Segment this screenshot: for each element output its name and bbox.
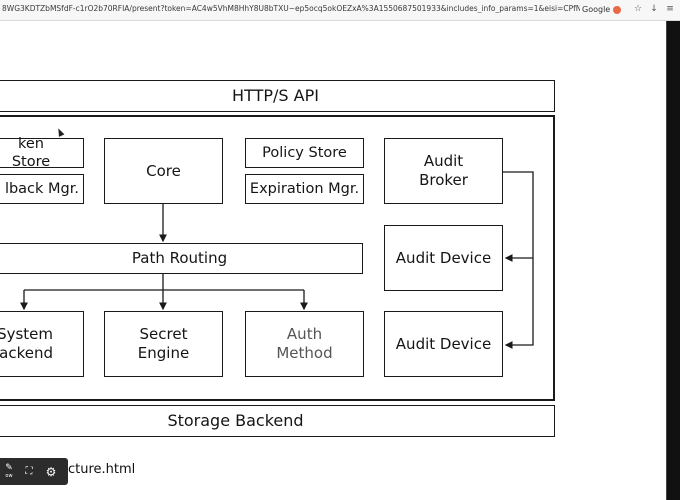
audit-device-1-box: Audit Device bbox=[384, 225, 503, 291]
audit-broker-line2: Broker bbox=[419, 171, 468, 189]
pencil-icon[interactable]: ✎ ow bbox=[5, 462, 13, 479]
policy-store-box: Policy Store bbox=[245, 138, 364, 168]
http-api-label: HTTP/S API bbox=[232, 86, 319, 105]
auth-method-line2: Method bbox=[276, 344, 333, 362]
system-backend-box: System Backend bbox=[0, 311, 84, 377]
core-label: Core bbox=[146, 161, 181, 180]
gear-icon[interactable]: ⚙ bbox=[45, 464, 57, 479]
rollback-mgr-box: lback Mgr. bbox=[0, 174, 84, 204]
audit-broker-line1: Audit bbox=[423, 152, 464, 171]
path-routing-box: Path Routing bbox=[0, 243, 363, 274]
audit-device-2-box: Audit Device bbox=[384, 311, 503, 377]
expiration-mgr-label: Expiration Mgr. bbox=[249, 180, 360, 197]
search-engine-selector[interactable]: Google bbox=[582, 3, 632, 16]
storage-backend-box: Storage Backend bbox=[0, 405, 555, 437]
search-engine-label: Google bbox=[582, 5, 611, 14]
url-text[interactable]: 8WG3KDTZbMSfdF-c1rO2b70RFIA/present?toke… bbox=[2, 4, 580, 13]
secret-engine-line1: Secret bbox=[139, 325, 188, 344]
core-box: Core bbox=[104, 138, 223, 204]
slide-filename: cture.html bbox=[68, 462, 136, 477]
system-backend-line1: System bbox=[0, 325, 53, 344]
slide-toolbar: ✎ ow ⛶ ⚙ bbox=[0, 458, 68, 485]
pencil-caption: ow bbox=[5, 472, 13, 479]
path-routing-label: Path Routing bbox=[131, 249, 228, 268]
secret-engine-box: Secret Engine bbox=[104, 311, 223, 377]
barrier-frame bbox=[0, 115, 555, 401]
fullscreen-icon[interactable]: ⛶ bbox=[25, 466, 33, 477]
rollback-mgr-label: lback Mgr. bbox=[4, 180, 79, 197]
auth-method-box: Auth Method bbox=[245, 311, 364, 377]
token-store-label: ken Store bbox=[11, 135, 51, 170]
audit-broker-box: Audit Broker bbox=[384, 138, 503, 204]
download-icon[interactable]: ↓ bbox=[650, 4, 658, 14]
policy-store-label: Policy Store bbox=[262, 144, 347, 161]
auth-method-line1: Auth bbox=[286, 325, 323, 344]
menu-icon[interactable]: ≡ bbox=[666, 4, 674, 14]
audit-device-1-label: Audit Device bbox=[395, 248, 492, 267]
secret-engine-line2: Engine bbox=[137, 344, 190, 362]
google-icon bbox=[613, 5, 622, 14]
browser-address-bar[interactable]: 8WG3KDTZbMSfdF-c1rO2b70RFIA/present?toke… bbox=[0, 0, 680, 21]
audit-device-2-label: Audit Device bbox=[395, 334, 492, 353]
system-backend-line2: Backend bbox=[0, 344, 53, 362]
token-store-box: ken Store bbox=[0, 135, 84, 170]
star-icon[interactable]: ☆ bbox=[633, 4, 643, 14]
http-api-box: HTTP/S API bbox=[0, 80, 555, 112]
expiration-mgr-box: Expiration Mgr. bbox=[245, 174, 364, 204]
storage-backend-label: Storage Backend bbox=[167, 411, 304, 430]
window-edge bbox=[666, 21, 680, 500]
